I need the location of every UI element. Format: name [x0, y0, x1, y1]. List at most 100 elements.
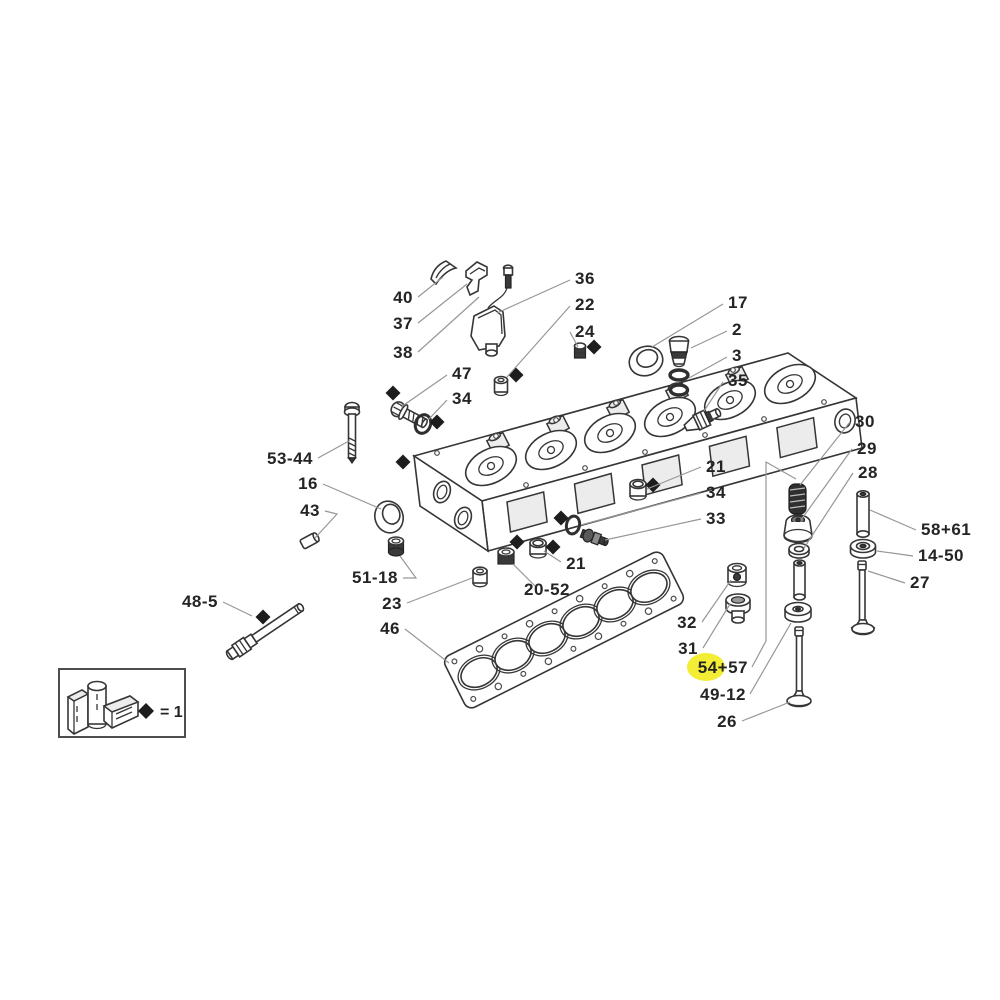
callout-label-22: 22 [575, 295, 595, 314]
part-48-5-rod [225, 603, 305, 661]
part-53-44-bolt [343, 401, 361, 465]
qty-diamond-marker [508, 367, 524, 383]
callout-label-35: 35 [728, 371, 748, 390]
part-21-plug-upper [629, 478, 647, 501]
qty-diamond-marker [586, 339, 602, 355]
callout-label-31: 31 [678, 639, 698, 658]
part-21-plug-lower [529, 537, 547, 559]
part-17-ring [628, 345, 664, 377]
highlight-marker [687, 653, 725, 681]
callout-label-51-18: 51-18 [352, 568, 398, 587]
part-26-valve [786, 626, 812, 708]
part-34-oring-lower [564, 514, 582, 536]
leader-line-3 [688, 356, 728, 379]
callout-label-21: 21 [706, 457, 726, 476]
callout-label-32: 32 [677, 613, 697, 632]
part-34-oring-upper [413, 413, 433, 435]
part-36-sensor [470, 264, 514, 357]
leader-line-48-5 [222, 601, 253, 617]
legend-package-icons [66, 680, 140, 735]
legend-qty-diamond [138, 703, 154, 719]
part-33-sensor [579, 528, 609, 547]
leader-line-37 [417, 283, 468, 324]
leader-line-32 [701, 579, 732, 623]
callout-label-29: 29 [857, 439, 877, 458]
callout-label-24: 24 [575, 322, 595, 341]
leader-line-28 [803, 472, 854, 549]
leader-line-31 [702, 603, 731, 649]
callout-label-30: 30 [855, 412, 875, 431]
leader-line-34 [580, 492, 702, 526]
leader-line-47 [400, 374, 448, 408]
leader-line-21 [543, 550, 562, 563]
callout-label-46: 46 [380, 619, 400, 638]
part-35-fitting [683, 407, 722, 432]
callout-label-43: 43 [300, 501, 320, 520]
leader-line-33 [604, 518, 702, 541]
part-51-18-plug [387, 536, 405, 557]
callouts-layer: 403738362224473417233553-441643302928213… [182, 269, 971, 731]
leader-line-29 [800, 448, 853, 521]
leader-line-26 [741, 701, 791, 722]
part-valve-guide-26 [793, 559, 806, 601]
callout-label-38: 38 [393, 343, 413, 362]
part-2-plug [668, 335, 690, 368]
part-22-bush [493, 375, 509, 397]
leader-line-58+61 [869, 509, 917, 531]
leader-line-53-44 [317, 440, 350, 459]
callout-label-28: 28 [858, 463, 878, 482]
leader-line-2 [690, 330, 728, 349]
callout-label-14-50: 14-50 [918, 546, 964, 565]
part-47-bolt [390, 401, 428, 429]
part-head-gasket [443, 551, 685, 709]
qty-diamond-marker [509, 534, 525, 550]
leader-line-21 [646, 466, 702, 490]
callout-label-16: 16 [298, 474, 318, 493]
qty-markers-layer [255, 339, 661, 625]
part-spring-seat-26 [784, 601, 812, 623]
callout-label-48-5: 48-5 [182, 592, 218, 611]
part-31-tappet [725, 593, 751, 624]
part-32-bush [727, 562, 747, 588]
callout-label-47: 47 [452, 364, 472, 383]
leader-line-27 [867, 570, 906, 584]
part-14-50-seal [849, 538, 877, 559]
part-40-strip [430, 260, 458, 286]
callout-label-34: 34 [706, 483, 726, 502]
callout-label-3: 3 [732, 346, 742, 365]
part-24-bush [573, 342, 587, 359]
qty-diamond-marker [395, 454, 411, 470]
leader-line-20-52 [512, 563, 537, 588]
callout-label-23: 23 [382, 594, 402, 613]
leader-line-49-12 [749, 622, 792, 695]
callout-label-2: 2 [732, 320, 742, 339]
head-chambers [464, 363, 817, 487]
part-23-bush [472, 566, 488, 588]
qty-diamond-marker [545, 539, 561, 555]
qty-diamond-marker [385, 385, 401, 401]
leader-line-38 [417, 296, 480, 353]
qty-diamond-marker [645, 477, 661, 493]
leader-line-43 [314, 510, 339, 539]
leader-line-23 [406, 577, 473, 604]
part-30-spring [788, 483, 807, 515]
callout-label-36: 36 [575, 269, 595, 288]
leader-line-40 [417, 276, 444, 298]
head-front-windows [506, 416, 818, 533]
callout-label-34: 34 [452, 389, 472, 408]
callout-label-33: 33 [706, 509, 726, 528]
leader-line-14-50 [876, 550, 914, 557]
callout-label-21: 21 [566, 554, 586, 573]
leader-line-24 [569, 331, 579, 348]
part-58-61-guide [856, 489, 870, 538]
leader-line-16 [322, 483, 382, 510]
leader-line-36 [496, 279, 571, 314]
callout-label-17: 17 [728, 293, 748, 312]
leader-line-46 [404, 628, 450, 664]
legend-equals-text: = 1 [160, 704, 183, 721]
callout-label-40: 40 [393, 288, 413, 307]
part-20-52-plug [497, 547, 515, 565]
qty-diamond-marker [553, 510, 569, 526]
